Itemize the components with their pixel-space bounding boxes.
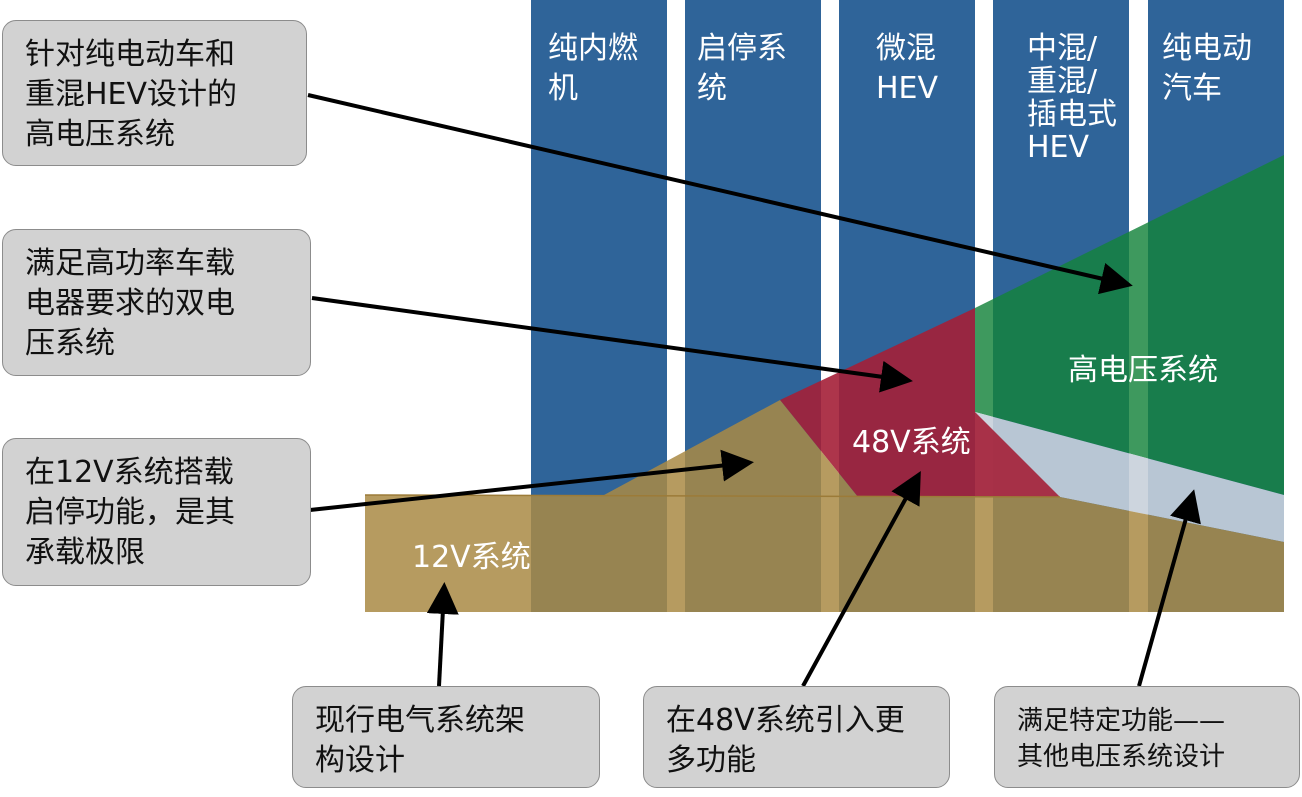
- region-label-high-voltage: 高电压系统: [1068, 353, 1218, 388]
- column-label-start-stop: 启停系统: [697, 31, 787, 106]
- callout-other-voltage: 满足特定功能—— 其他电压系统设计: [994, 686, 1300, 788]
- callout-v12-limit: 在12V系统搭载 启停功能，是其 承载极限: [2, 438, 311, 586]
- arrow-high-voltage: [307, 93, 1133, 295]
- region-label-12v: 12V系统: [412, 540, 531, 575]
- arrow-current-arch: [426, 582, 459, 687]
- arrow-dual-voltage: [311, 296, 913, 393]
- region-high-voltage: [975, 155, 1284, 495]
- v12-top-edge: [364, 494, 1061, 498]
- column-label-bev: 纯电动汽车: [1162, 31, 1252, 106]
- callout-dual-voltage: 满足高功率车载 电器要求的双电 压系统: [2, 229, 311, 376]
- column-label-ice: 纯内燃机: [548, 31, 638, 106]
- callout-v48-more: 在48V系统引入更 多功能: [643, 686, 950, 788]
- region-other-voltage: [975, 412, 1284, 542]
- callout-high-voltage: 针对纯电动车和 重混HEV设计的 高电压系统: [2, 20, 307, 166]
- region-48v: [780, 308, 1060, 497]
- arrow-other-voltage: [1137, 489, 1201, 687]
- region-12v: [365, 400, 1284, 612]
- arrow-v48-more: [801, 470, 921, 687]
- arrow-v12-limit: [309, 449, 754, 512]
- region-label-48v: 48V系统: [852, 425, 971, 460]
- callout-current-arch: 现行电气系统架 构设计: [292, 686, 600, 788]
